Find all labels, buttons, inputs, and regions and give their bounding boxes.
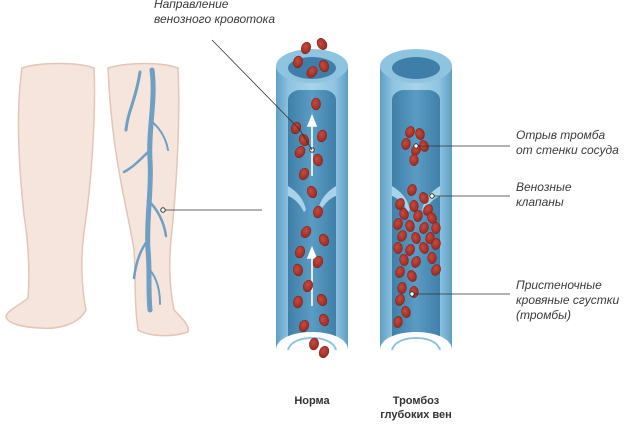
leader-lines xyxy=(211,39,510,295)
label-flow-direction: Направление венозного кровотока xyxy=(154,0,276,26)
blood-cell xyxy=(317,129,327,143)
blood-cell xyxy=(312,255,324,269)
blood-cell xyxy=(293,263,303,277)
blood-cell xyxy=(318,345,330,359)
blood-cell xyxy=(431,238,441,250)
blood-cell xyxy=(316,293,328,307)
blood-cell xyxy=(393,242,403,254)
caption-thrombosis: Тромбоз глубоких вен xyxy=(380,395,452,421)
blood-cell xyxy=(401,306,411,318)
blood-cell xyxy=(298,319,310,333)
blood-cell xyxy=(405,244,415,256)
valve-pointer-dot xyxy=(429,193,435,199)
blood-cell xyxy=(300,41,312,55)
blood-cell xyxy=(413,210,423,222)
blood-cell xyxy=(319,59,329,73)
vein-thrombosis xyxy=(380,49,452,351)
blood-cell xyxy=(397,282,407,294)
blood-cell xyxy=(425,232,435,244)
blood-cell xyxy=(293,295,303,309)
blood-cell xyxy=(399,208,409,220)
label-wall-clots: Пристеночные кровяные сгустки (тромбы) xyxy=(516,278,620,322)
blood-cells-normal xyxy=(290,38,330,359)
blood-cell xyxy=(401,138,411,150)
blood-cell xyxy=(397,230,407,242)
blood-cell xyxy=(300,226,312,238)
blood-cell xyxy=(309,337,319,351)
blood-cell xyxy=(399,254,409,266)
blood-cell xyxy=(411,256,421,268)
blood-cell xyxy=(298,133,310,147)
blood-cell xyxy=(419,242,429,254)
blood-cell xyxy=(407,270,417,282)
blood-cell xyxy=(395,198,405,210)
blood-cell xyxy=(405,126,415,138)
blood-cell xyxy=(431,264,441,276)
blood-cell xyxy=(311,97,321,111)
detach-pointer-dot xyxy=(413,143,419,149)
blood-cell xyxy=(313,153,323,167)
up-arrow-icon xyxy=(306,245,318,306)
blood-cell xyxy=(395,266,405,278)
blood-cell xyxy=(395,294,405,306)
blood-cell xyxy=(393,218,403,230)
blood-cell xyxy=(306,66,318,78)
clot-pointer-dot xyxy=(409,291,415,297)
blood-cell xyxy=(290,121,302,135)
leg-with-veins xyxy=(107,62,262,337)
blood-cell xyxy=(405,220,415,232)
valve-icon xyxy=(288,186,336,212)
blood-cell xyxy=(409,154,419,166)
vein-normal xyxy=(276,38,348,359)
leg-back-view xyxy=(5,62,96,330)
blood-cell xyxy=(427,252,437,264)
blood-cell xyxy=(298,167,310,181)
blood-cell xyxy=(306,185,318,199)
blood-cell xyxy=(431,222,441,234)
blood-cell xyxy=(409,200,419,212)
blood-cell xyxy=(313,205,323,219)
blood-cell xyxy=(295,245,305,259)
leg-veins xyxy=(122,67,169,313)
blood-cell xyxy=(319,313,329,327)
label-valves: Венозные клапаны xyxy=(516,180,572,209)
blood-cell xyxy=(293,55,303,69)
blood-cell xyxy=(407,184,417,196)
blood-cell xyxy=(419,192,429,204)
blood-cell xyxy=(302,279,314,293)
blood-cell xyxy=(415,128,425,140)
caption-normal: Норма xyxy=(294,395,330,407)
blood-cell xyxy=(393,316,403,328)
blood-cell xyxy=(419,222,429,234)
blood-cell xyxy=(294,146,306,158)
leg-pointer-dot xyxy=(160,207,166,213)
blood-cell xyxy=(316,38,328,50)
blood-cell xyxy=(411,232,421,244)
label-clot-detach: Отрыв тромба от стенки сосуда xyxy=(516,128,619,157)
blood-cell xyxy=(318,233,330,247)
